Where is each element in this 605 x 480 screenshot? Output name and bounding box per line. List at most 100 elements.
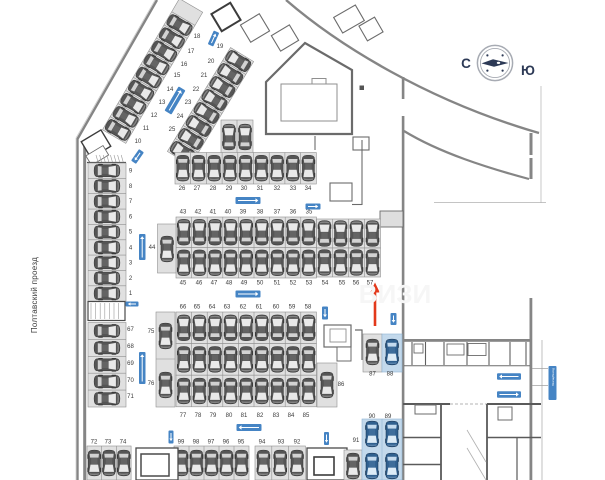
svg-text:66: 66 bbox=[180, 305, 187, 311]
svg-text:75: 75 bbox=[148, 329, 155, 335]
svg-text:21: 21 bbox=[201, 73, 208, 79]
svg-text:68: 68 bbox=[127, 344, 134, 350]
svg-text:56: 56 bbox=[353, 281, 360, 287]
svg-text:67: 67 bbox=[127, 327, 134, 333]
svg-text:Выезд/въезд: Выезд/въезд bbox=[552, 368, 556, 386]
svg-text:92: 92 bbox=[294, 440, 301, 446]
svg-text:33: 33 bbox=[290, 186, 297, 192]
svg-text:29: 29 bbox=[226, 186, 233, 192]
svg-text:20: 20 bbox=[208, 59, 215, 65]
svg-text:65: 65 bbox=[194, 305, 201, 311]
svg-text:43: 43 bbox=[180, 210, 187, 216]
svg-text:11: 11 bbox=[143, 126, 150, 132]
svg-text:48: 48 bbox=[226, 281, 233, 287]
svg-text:17: 17 bbox=[188, 49, 195, 55]
svg-text:38: 38 bbox=[257, 210, 264, 216]
svg-text:74: 74 bbox=[120, 440, 127, 446]
svg-text:Полтавский проезд: Полтавский проезд bbox=[30, 257, 39, 333]
svg-text:71: 71 bbox=[127, 394, 134, 400]
svg-text:39: 39 bbox=[240, 210, 247, 216]
svg-text:54: 54 bbox=[322, 281, 329, 287]
svg-text:57: 57 bbox=[367, 281, 374, 287]
svg-text:69: 69 bbox=[127, 361, 134, 367]
svg-text:96: 96 bbox=[223, 440, 230, 446]
svg-text:70: 70 bbox=[127, 378, 134, 384]
svg-text:81: 81 bbox=[241, 413, 248, 419]
svg-text:94: 94 bbox=[259, 440, 266, 446]
svg-text:31: 31 bbox=[257, 186, 264, 192]
svg-text:42: 42 bbox=[195, 210, 202, 216]
svg-text:91: 91 bbox=[353, 438, 360, 444]
svg-text:16: 16 bbox=[181, 62, 188, 68]
svg-text:46: 46 bbox=[196, 281, 203, 287]
svg-text:60: 60 bbox=[273, 305, 280, 311]
svg-text:85: 85 bbox=[303, 413, 310, 419]
svg-text:93: 93 bbox=[278, 440, 285, 446]
svg-text:10: 10 bbox=[135, 139, 142, 145]
svg-text:44: 44 bbox=[149, 245, 156, 251]
svg-text:63: 63 bbox=[224, 305, 231, 311]
svg-text:9: 9 bbox=[129, 169, 133, 175]
svg-text:35: 35 bbox=[306, 210, 313, 216]
svg-text:51: 51 bbox=[274, 281, 281, 287]
svg-text:76: 76 bbox=[148, 381, 155, 387]
svg-text:32: 32 bbox=[274, 186, 281, 192]
svg-text:58: 58 bbox=[305, 305, 312, 311]
svg-text:Ю: Ю bbox=[521, 63, 535, 78]
svg-text:49: 49 bbox=[241, 281, 248, 287]
svg-text:83: 83 bbox=[273, 413, 280, 419]
svg-text:95: 95 bbox=[238, 440, 245, 446]
svg-text:72: 72 bbox=[91, 440, 98, 446]
svg-text:С: С bbox=[461, 56, 471, 71]
svg-text:34: 34 bbox=[305, 186, 312, 192]
svg-text:24: 24 bbox=[177, 114, 184, 120]
svg-text:87: 87 bbox=[369, 372, 376, 378]
svg-text:50: 50 bbox=[257, 281, 264, 287]
svg-text:25: 25 bbox=[169, 127, 176, 133]
svg-text:30: 30 bbox=[241, 186, 248, 192]
svg-text:89: 89 bbox=[385, 414, 392, 420]
svg-text:22: 22 bbox=[193, 87, 200, 93]
svg-text:2: 2 bbox=[129, 276, 133, 282]
svg-text:61: 61 bbox=[256, 305, 263, 311]
svg-text:5: 5 bbox=[129, 230, 133, 236]
svg-text:26: 26 bbox=[179, 186, 186, 192]
svg-text:53: 53 bbox=[306, 281, 313, 287]
svg-text:37: 37 bbox=[274, 210, 281, 216]
svg-text:15: 15 bbox=[174, 73, 181, 79]
svg-text:64: 64 bbox=[209, 305, 216, 311]
svg-text:18: 18 bbox=[194, 34, 201, 40]
svg-text:12: 12 bbox=[151, 113, 158, 119]
svg-text:8: 8 bbox=[129, 184, 133, 190]
svg-text:4: 4 bbox=[129, 246, 133, 252]
svg-text:6: 6 bbox=[129, 215, 133, 221]
svg-text:98: 98 bbox=[193, 440, 200, 446]
svg-text:ВИЗИ: ВИЗИ bbox=[359, 279, 431, 309]
svg-text:23: 23 bbox=[185, 100, 192, 106]
svg-text:41: 41 bbox=[210, 210, 217, 216]
svg-text:27: 27 bbox=[194, 186, 201, 192]
svg-text:52: 52 bbox=[290, 281, 297, 287]
svg-text:40: 40 bbox=[225, 210, 232, 216]
svg-text:77: 77 bbox=[180, 413, 187, 419]
svg-text:28: 28 bbox=[210, 186, 217, 192]
svg-text:55: 55 bbox=[339, 281, 346, 287]
svg-text:36: 36 bbox=[290, 210, 297, 216]
svg-text:19: 19 bbox=[217, 44, 224, 50]
svg-text:13: 13 bbox=[159, 100, 166, 106]
svg-text:3: 3 bbox=[129, 261, 133, 267]
svg-text:82: 82 bbox=[257, 413, 264, 419]
svg-text:90: 90 bbox=[369, 414, 376, 420]
svg-text:78: 78 bbox=[195, 413, 202, 419]
svg-text:73: 73 bbox=[105, 440, 112, 446]
svg-text:79: 79 bbox=[210, 413, 217, 419]
svg-text:45: 45 bbox=[180, 281, 187, 287]
svg-text:99: 99 bbox=[178, 440, 185, 446]
svg-text:97: 97 bbox=[208, 440, 215, 446]
svg-text:62: 62 bbox=[240, 305, 247, 311]
svg-text:59: 59 bbox=[289, 305, 296, 311]
svg-text:88: 88 bbox=[387, 372, 394, 378]
svg-text:7: 7 bbox=[129, 199, 133, 205]
svg-text:84: 84 bbox=[288, 413, 295, 419]
svg-text:1: 1 bbox=[129, 291, 133, 297]
